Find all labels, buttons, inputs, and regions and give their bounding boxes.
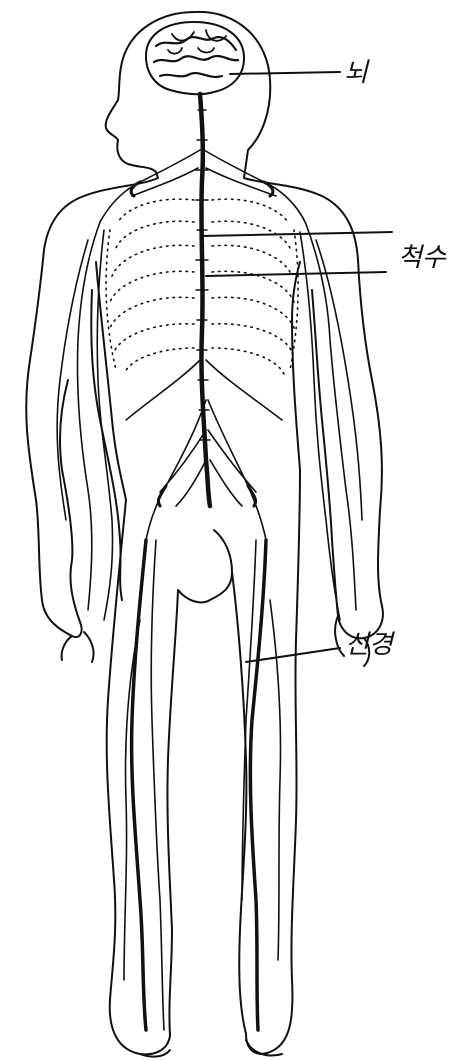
- brain: [146, 22, 244, 94]
- spinal-cord: [196, 94, 210, 506]
- leader-lines: [202, 72, 392, 662]
- label-brain: 뇌: [344, 60, 368, 86]
- leader-line-spine-upper: [202, 232, 392, 236]
- nerves: [57, 150, 362, 1030]
- leader-line-brain: [230, 72, 340, 74]
- label-spinal-cord: 척수: [398, 245, 446, 271]
- label-nerve: 신경: [345, 632, 393, 658]
